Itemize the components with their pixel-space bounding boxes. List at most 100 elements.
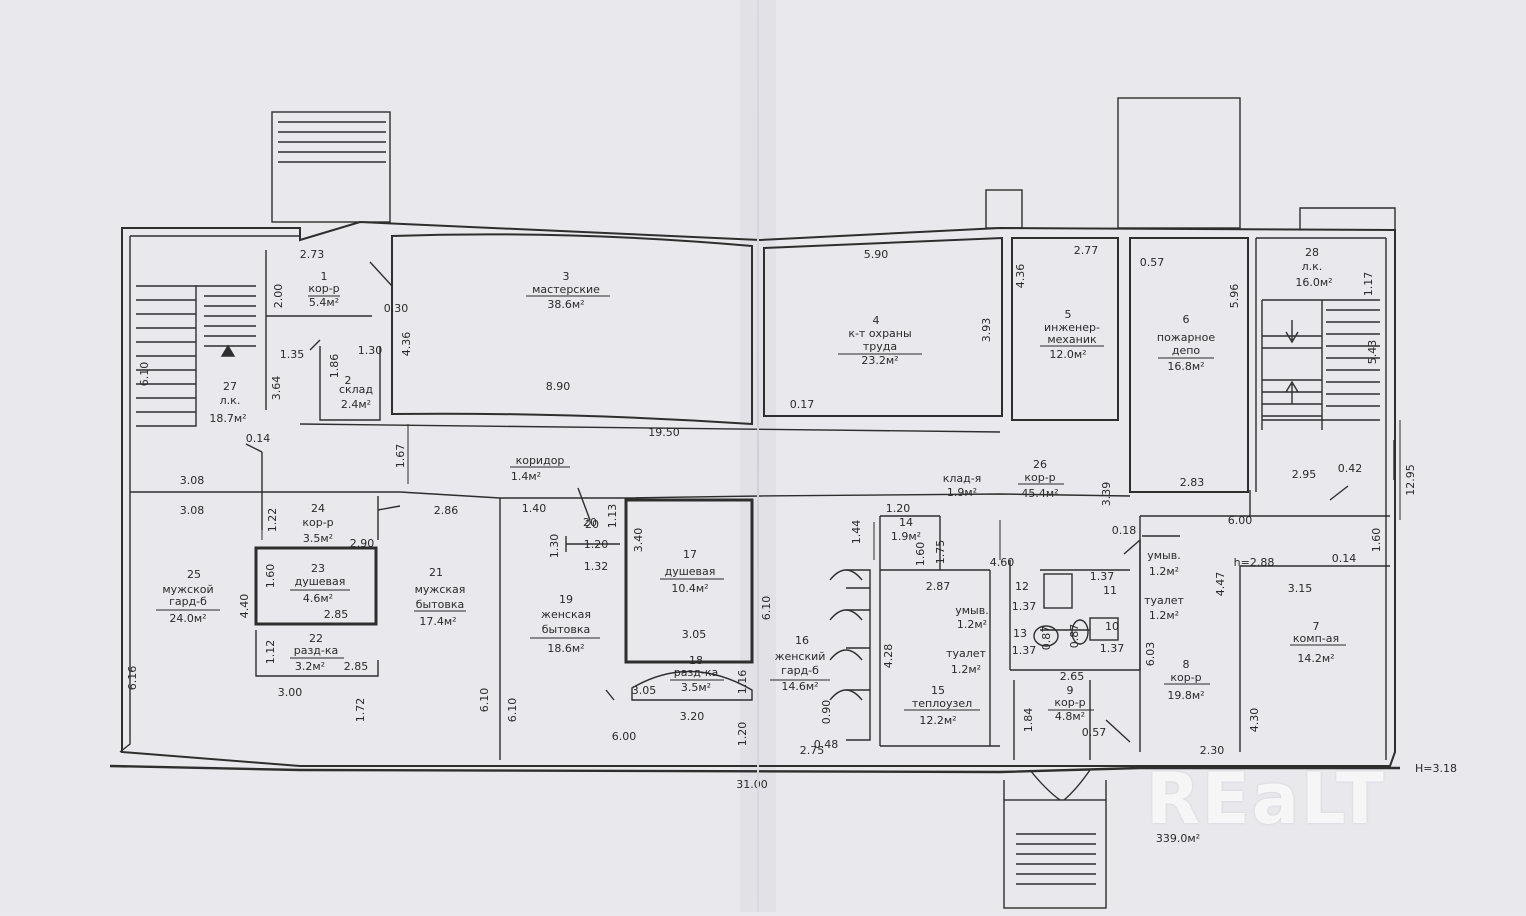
dimension-label: 1.40	[522, 502, 547, 515]
room-18-number: 18	[689, 654, 703, 667]
dimension-label: 1.13	[606, 504, 619, 529]
dimension-label: 0.14	[246, 432, 271, 445]
dimension-label: 0.48	[814, 738, 839, 751]
dimension-label: 6.03	[1144, 642, 1157, 667]
dimension-label: 6.10	[506, 698, 519, 723]
room-3-number: 3	[563, 270, 570, 283]
room-12-area: 1.2м²	[957, 618, 987, 631]
room-6-name: пожарное	[1157, 331, 1215, 344]
room-20-name: коридор	[516, 454, 565, 467]
room-18-name: разд-ка	[674, 666, 719, 679]
dimension-label: 0.17	[790, 398, 815, 411]
dimension-label: 4.30	[1248, 708, 1261, 733]
room-28-area: 16.0м²	[1295, 276, 1332, 289]
dimension-label: 6.10	[760, 596, 773, 621]
room-17-area: 10.4м²	[671, 582, 708, 595]
room-27-number: 27	[223, 380, 237, 393]
room-5-name: инженер-	[1044, 321, 1100, 334]
room-3-area: 38.6м²	[547, 298, 584, 311]
room-20-area: 1.4м²	[511, 470, 541, 483]
dimension-label: 4.28	[882, 644, 895, 669]
room-8-name: кор-р	[1170, 671, 1201, 684]
room-12-number: 12	[1015, 580, 1029, 593]
dimension-label: 6.00	[1228, 514, 1253, 527]
dimension-label: 5.43	[1366, 340, 1379, 365]
dimension-label: 6.00	[612, 730, 637, 743]
dimension-label: 0.18	[1112, 524, 1137, 537]
dimension-label: 5.96	[1228, 284, 1241, 309]
dimension-label: 4.40	[238, 594, 251, 619]
dimension-label: 2.87	[926, 580, 951, 593]
room-19-name2: бытовка	[542, 623, 590, 636]
room-11-number: 11	[1103, 584, 1117, 597]
room-26-number: 26	[1033, 458, 1047, 471]
room-1-area: 5.4м²	[309, 296, 339, 309]
dimension-label: 0.57	[1140, 256, 1165, 269]
room-3-name: мастерские	[532, 283, 600, 296]
room-22-area: 3.2м²	[295, 660, 325, 673]
dimension-label: 1.20	[886, 502, 911, 515]
room-22-name: разд-ка	[294, 644, 339, 657]
room-9-name: кор-р	[1054, 696, 1085, 709]
total-area-label: 339.0м²	[1156, 832, 1200, 845]
dimension-label: 2.85	[344, 660, 369, 673]
dimension-label: 0.14	[1332, 552, 1357, 565]
dimension-label: 1.20	[736, 722, 749, 747]
room-11-area: 1.2м²	[1149, 565, 1179, 578]
room-4-area: 23.2м²	[861, 354, 898, 367]
dimension-label: 0.87	[1068, 624, 1081, 649]
dimension-label: 6.16	[126, 666, 139, 691]
dimension-label: 1.17	[1362, 272, 1375, 297]
room-19-area: 18.6м²	[547, 642, 584, 655]
room-5-area: 12.0м²	[1049, 348, 1086, 361]
dimension-label: 0.87	[1040, 626, 1053, 651]
dimension-label: 1.22	[266, 508, 279, 533]
room-4-name2: труда	[863, 340, 897, 353]
room-24-area: 3.5м²	[303, 532, 333, 545]
room-17-number: 17	[683, 548, 697, 561]
room-2-name: склад	[339, 383, 373, 396]
dimension-label: 3.20	[680, 710, 705, 723]
dimension-label: 6.10	[478, 688, 491, 713]
room-15-number: 15	[931, 684, 945, 697]
dimension-label: 3.08	[180, 474, 205, 487]
dimension-label: 0.30	[384, 302, 409, 315]
dimension-label: 1.37	[1012, 600, 1037, 613]
dimension-label: 2.30	[1200, 744, 1225, 757]
dimension-label: 12.95	[1404, 464, 1417, 496]
dimension-label: 2.75	[800, 744, 825, 757]
room-21-name2: бытовка	[416, 598, 464, 611]
room-25-name: мужской	[162, 583, 213, 596]
room-27-name: л.к.	[220, 394, 241, 407]
dimension-label: 2.90	[350, 537, 375, 550]
room-14-number: 14	[899, 516, 913, 529]
room-16-number: 16	[795, 634, 809, 647]
dimension-label: 3.39	[1100, 482, 1113, 507]
dimension-label: 1.84	[1022, 708, 1035, 733]
dimension-label: 4.36	[400, 332, 413, 357]
dimension-label: 3.08	[180, 504, 205, 517]
dimension-label: 2.83	[1180, 476, 1205, 489]
room-6-number: 6	[1183, 313, 1190, 326]
dimension-label: 2.73	[300, 248, 325, 261]
room-9-area: 4.8м²	[1055, 710, 1085, 723]
room-28-number: 28	[1305, 246, 1319, 259]
dimension-label: 1.32	[584, 560, 609, 573]
dimension-label: 1.60	[1370, 528, 1383, 553]
room-23-area: 4.6м²	[303, 592, 333, 605]
dimension-label: 20	[585, 518, 599, 531]
room-15-area: 12.2м²	[919, 714, 956, 727]
dimension-label: 1.30	[548, 534, 561, 559]
room-7-name: комп-ая	[1293, 632, 1339, 645]
room-5-number: 5	[1065, 308, 1072, 321]
room-10-area: 1.2м²	[1149, 609, 1179, 622]
dimension-label: 3.15	[1288, 582, 1313, 595]
room-19-name: женская	[541, 608, 591, 621]
dimension-label: 1.12	[264, 640, 277, 665]
dimension-label: 1.75	[934, 540, 947, 565]
building-height-label: H=3.18	[1415, 762, 1457, 775]
room-9-number: 9	[1067, 684, 1074, 697]
room-23-name: душевая	[295, 575, 346, 588]
room-16-area: 14.6м²	[781, 680, 818, 693]
room-16-name: женский	[775, 650, 826, 663]
